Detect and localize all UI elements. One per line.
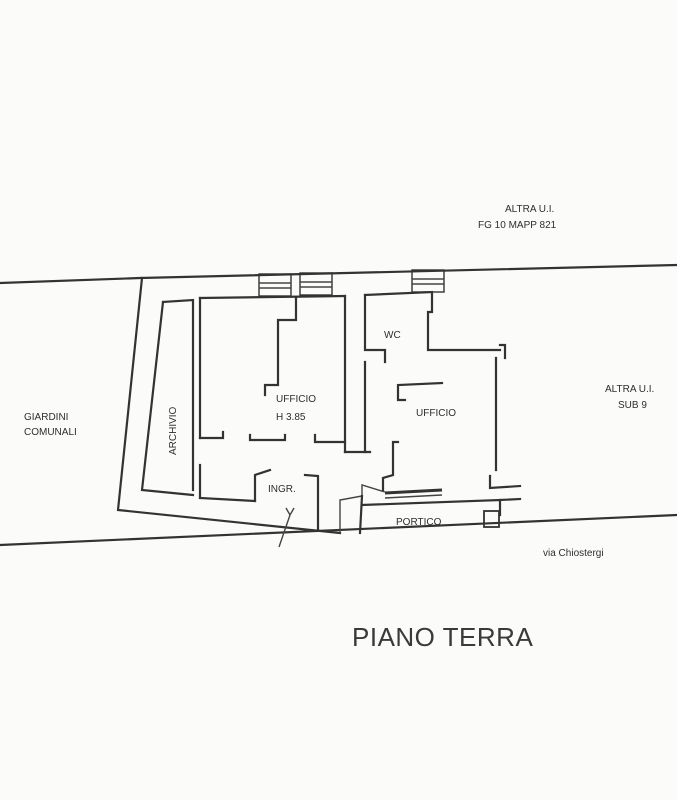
ingresso-walls [253,468,320,548]
ufficio-1-label: UFFICIO [276,394,316,405]
north-neighbor-label-2: FG 10 MAPP 821 [478,220,557,231]
ufficio-1-walls [198,294,372,454]
property-boundaries [0,263,677,547]
ufficio-1-height-label: H 3.85 [276,412,306,423]
ufficio-2-label: UFFICIO [416,408,456,419]
east-neighbor-label-2: SUB 9 [618,400,647,411]
portico-label: PORTICO [396,517,442,528]
windows-north [258,269,445,297]
north-neighbor-label-1: ALTRA U.I. [505,204,554,215]
west-neighbor-label-2: COMUNALI [24,427,77,438]
street-label: via Chiostergi [543,548,604,559]
plan-title: PIANO TERRA [352,622,533,652]
portico-walls [360,497,522,528]
ufficio-2-walls [363,356,522,499]
ingresso-label: INGR. [268,484,296,495]
archivio-walls [140,296,257,503]
building-outline [116,276,386,535]
east-neighbor-label-1: ALTRA U.I. [605,384,654,395]
west-neighbor-label-1: GIARDINI [24,412,68,423]
archivio-label: ARCHIVIO [168,406,179,455]
wc-walls [363,290,507,364]
wc-label: WC [384,330,401,341]
